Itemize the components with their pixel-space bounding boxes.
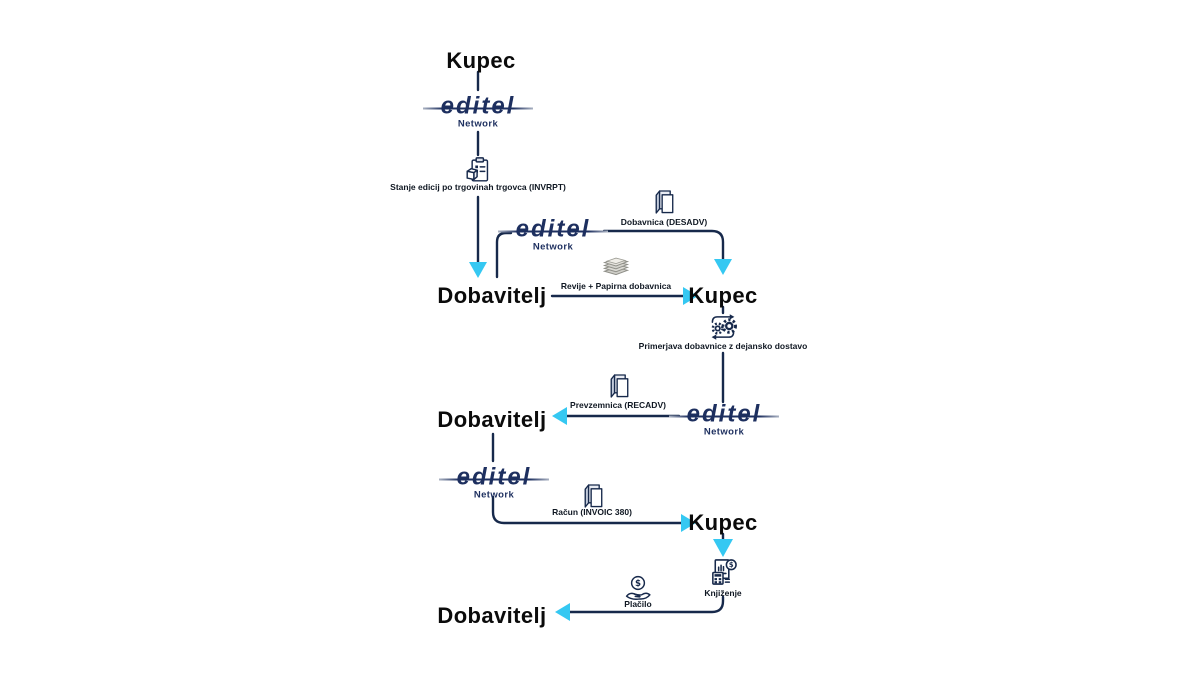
gears-sync-icon <box>706 314 741 341</box>
label-desadv: Dobavnica (DESADV) <box>620 217 708 227</box>
editel-logo-2: editel Network <box>498 215 608 253</box>
editel-logo-1: editel Network <box>423 92 533 130</box>
editel-logo-3: editel Network <box>669 400 779 438</box>
editel-network-label: Network <box>703 426 745 438</box>
label-invoice: Račun (INVOIC 380) <box>552 507 632 517</box>
arrowhead-left-supplier2 <box>552 407 567 425</box>
editel-wordmark: editel <box>686 400 762 428</box>
label-compare: Primerjava dobavnice z dejansko dostavo <box>638 341 808 351</box>
document-icon-invoic <box>581 483 603 509</box>
document-icon-desadv <box>652 189 674 215</box>
editel-strike-line <box>498 230 608 233</box>
editel-logo-4: editel Network <box>439 463 549 501</box>
calculator-report-icon <box>709 558 738 587</box>
label-recadv: Prevzemnica (RECADV) <box>570 400 666 410</box>
editel-network-label: Network <box>473 489 515 501</box>
editel-network-label: Network <box>457 118 499 130</box>
editel-strike-line <box>439 478 549 481</box>
document-icon-recadv <box>607 373 629 399</box>
editel-strike-line <box>669 415 779 418</box>
hand-coin-icon <box>623 574 654 602</box>
label-invrpt: Stanje edicij po trgovinah trgovca (INVR… <box>390 182 566 192</box>
newspaper-stack-icon <box>601 253 632 278</box>
supplier-label-2: Dobavitelj <box>437 407 547 432</box>
editel-wordmark: editel <box>440 92 516 120</box>
arrowhead-down-supplier1 <box>469 262 487 278</box>
supplier-label-3: Dobavitelj <box>437 603 547 628</box>
inventory-report-icon <box>465 157 492 184</box>
arrowhead-down-buyer2 <box>714 259 732 275</box>
editel-strike-line <box>423 107 533 110</box>
label-payment: Plačilo <box>624 599 652 609</box>
supplier-label-1: Dobavitelj <box>437 283 547 308</box>
buyer-label-2: Kupec <box>688 283 758 308</box>
label-booking: Knjiženje <box>704 588 742 598</box>
editel-network-label: Network <box>532 241 574 253</box>
editel-wordmark: editel <box>456 463 532 491</box>
buyer-label-3: Kupec <box>688 510 758 535</box>
arrowhead-left-supplier3 <box>555 603 570 621</box>
buyer-label-1: Kupec <box>446 48 516 73</box>
label-paper-delivery: Revije + Papirna dobavnica <box>560 281 672 291</box>
editel-wordmark: editel <box>515 215 591 243</box>
arrowhead-down-booking <box>713 539 733 557</box>
